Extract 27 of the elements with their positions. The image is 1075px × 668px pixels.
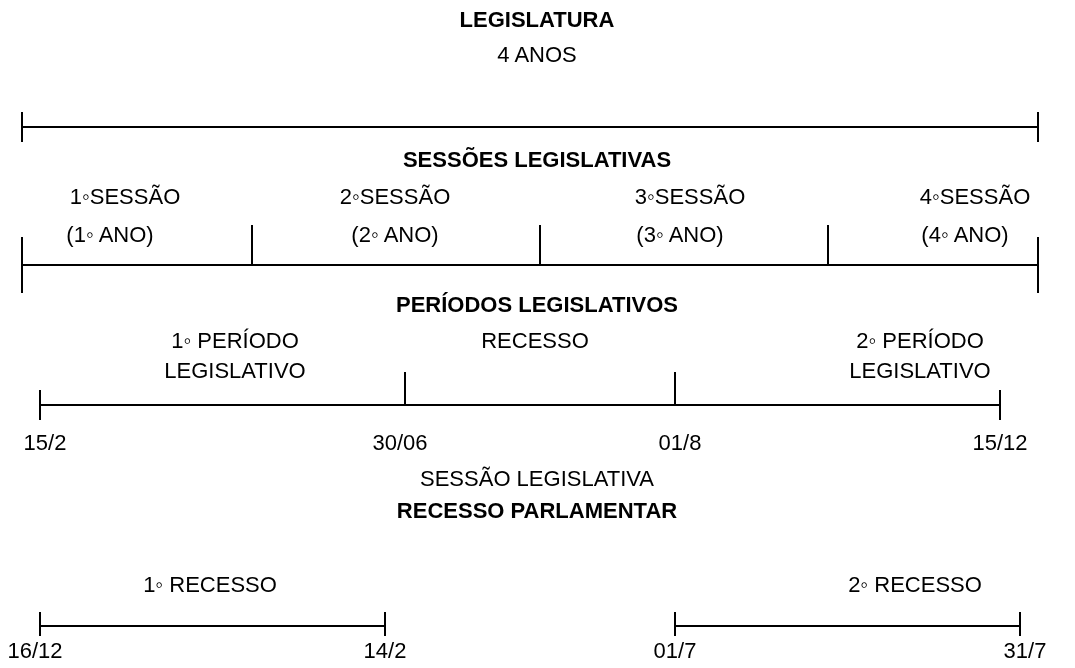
timeline-label: 2◦SESSÃO bbox=[339, 183, 451, 211]
section-heading: RECESSO PARLAMENTAR bbox=[396, 497, 678, 525]
timeline-label: 01/7 bbox=[653, 637, 697, 665]
timeline-label: 1◦ PERÍODO LEGISLATIVO bbox=[163, 327, 307, 385]
timeline-label: 30/06 bbox=[372, 429, 428, 457]
title: LEGISLATURA bbox=[459, 6, 615, 34]
timeline-label: 31/7 bbox=[1003, 637, 1047, 665]
timeline-label: SESSÃO LEGISLATIVA bbox=[420, 465, 654, 493]
timeline-label: 2◦ PERÍODO LEGISLATIVO bbox=[848, 327, 992, 385]
section-heading: PERÍODOS LEGISLATIVOS bbox=[396, 291, 678, 319]
timeline-label: (4◦ ANO) bbox=[921, 221, 1009, 249]
timeline-label: 15/12 bbox=[972, 429, 1028, 457]
timeline-label: 4◦SESSÃO bbox=[919, 183, 1031, 211]
timeline-label: 2◦ RECESSO bbox=[848, 571, 982, 599]
timeline-label: (1◦ ANO) bbox=[66, 221, 154, 249]
timeline-label: 16/12 bbox=[7, 637, 63, 665]
timeline-label: (2◦ ANO) bbox=[351, 221, 439, 249]
timeline-label: 01/8 bbox=[658, 429, 702, 457]
timeline-label: 1◦SESSÃO bbox=[69, 183, 181, 211]
section-heading: SESSÕES LEGISLATIVAS bbox=[402, 146, 672, 174]
timeline-label: 1◦ RECESSO bbox=[143, 571, 277, 599]
timeline-label: 3◦SESSÃO bbox=[634, 183, 746, 211]
timeline-label: (3◦ ANO) bbox=[636, 221, 724, 249]
timeline-label: RECESSO bbox=[481, 327, 589, 355]
timeline-label: 4 ANOS bbox=[497, 41, 577, 69]
timeline-label: 14/2 bbox=[363, 637, 407, 665]
timeline-label: 15/2 bbox=[23, 429, 67, 457]
